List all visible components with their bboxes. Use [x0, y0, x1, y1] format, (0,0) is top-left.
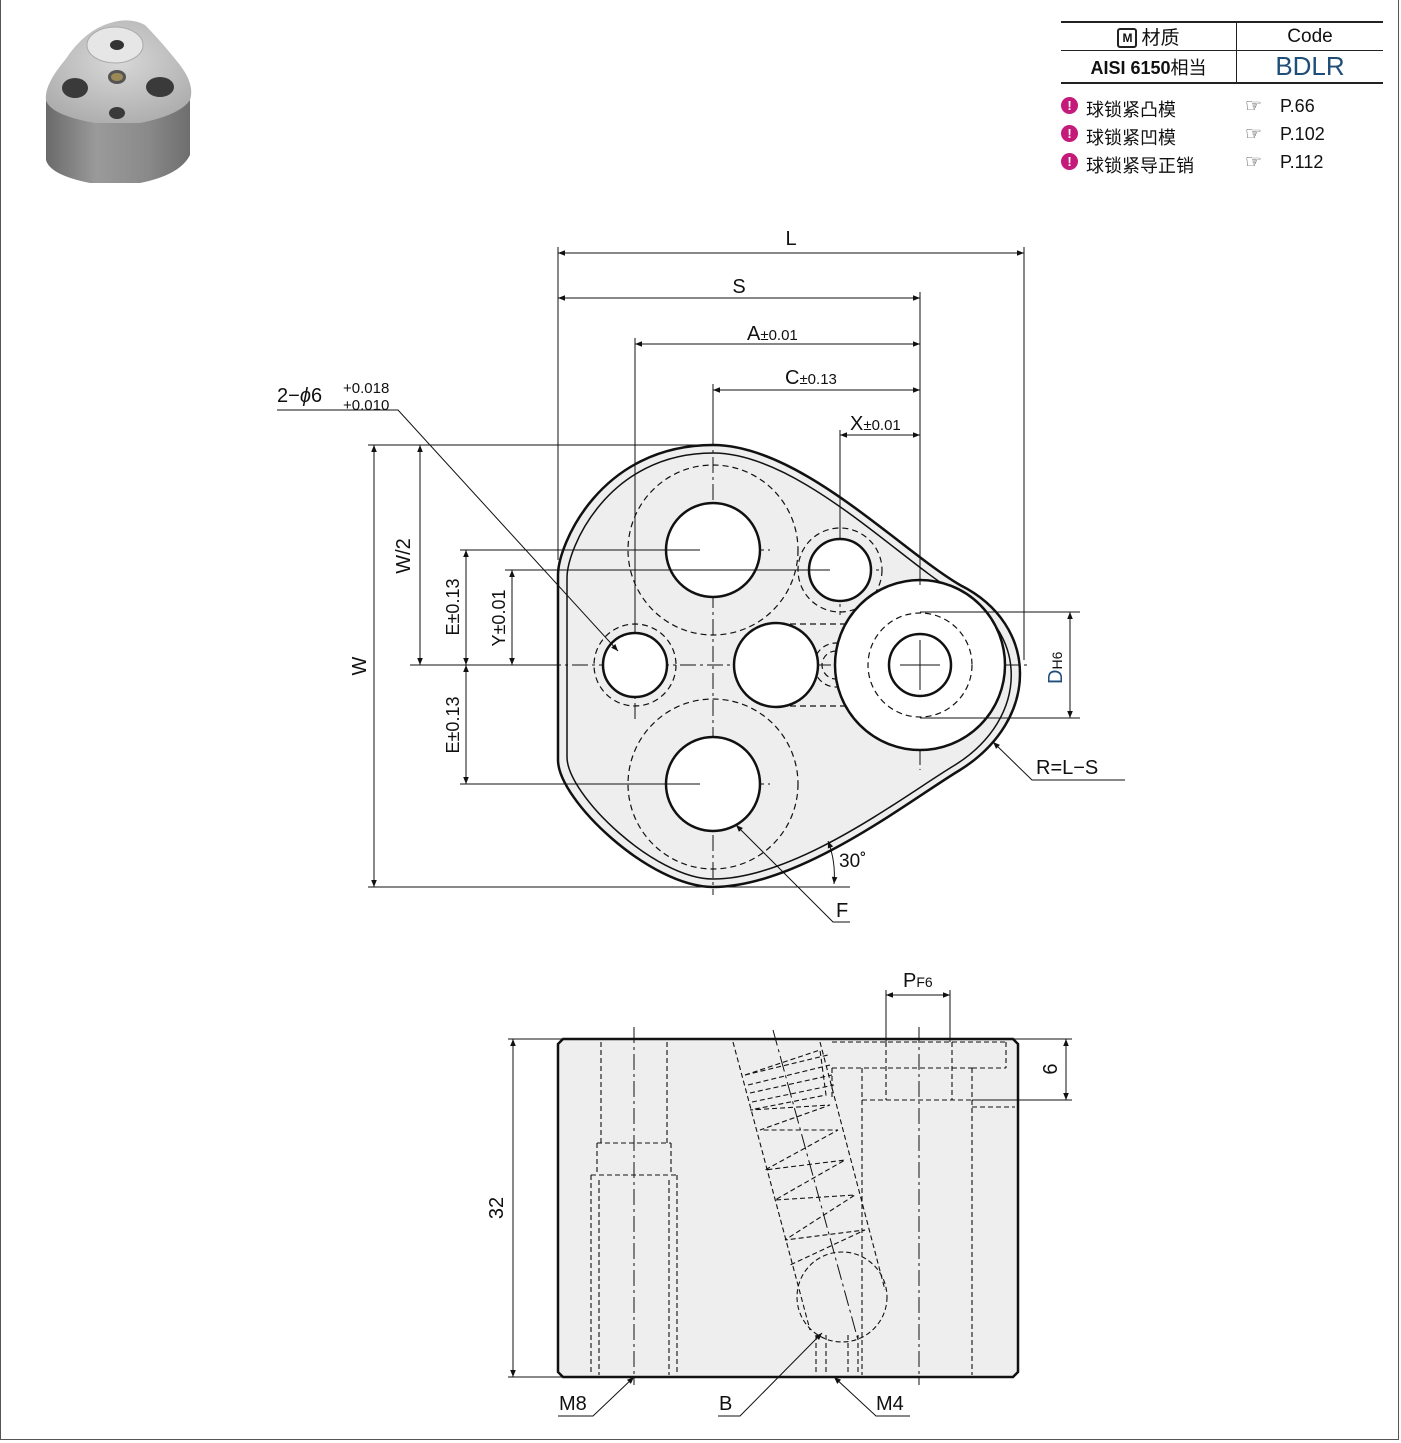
- label-M8: M8: [559, 1393, 587, 1415]
- material-cell: AISI 6150相当: [1061, 50, 1237, 84]
- product-photo: [45, 20, 192, 183]
- code-value: BDLR: [1275, 51, 1345, 81]
- dim-E-lower-label: E±0.13: [443, 697, 463, 754]
- reference-item[interactable]: ! 球锁紧导正销 ☞ P.112: [1061, 150, 1391, 178]
- reference-label: 球锁紧凸模: [1086, 100, 1176, 120]
- reference-page[interactable]: P.66: [1280, 96, 1315, 116]
- dim-W-label: W: [349, 656, 371, 675]
- dim-L-label: L: [785, 228, 796, 250]
- side-centerlines: [633, 1027, 920, 1385]
- radius-leader: [992, 741, 1125, 781]
- reference-item[interactable]: ! 球锁紧凸模 ☞ P.66: [1061, 94, 1391, 122]
- code-header: Code: [1236, 21, 1383, 51]
- dim-D-label: DH6: [1045, 651, 1067, 684]
- info-bulb-icon: !: [1061, 125, 1078, 142]
- through-holes: [601, 501, 873, 833]
- hole-callout-leader: [277, 409, 619, 652]
- dim-X-label: X±0.01: [850, 413, 901, 435]
- material-suffix: 相当: [1170, 57, 1207, 78]
- side-view: PF6 6 32 M8 B M4: [486, 970, 1072, 1417]
- pointing-hand-icon: ☞: [1245, 152, 1263, 173]
- pointing-hand-icon: ☞: [1245, 124, 1263, 145]
- dimension-lines: [371, 250, 1073, 887]
- hole-D-hidden: [867, 612, 973, 718]
- label-F: F: [836, 900, 848, 922]
- side-dimension-lines: [510, 992, 1069, 1377]
- reference-label: 球锁紧导正销: [1086, 156, 1194, 176]
- extension-lines: [368, 247, 1080, 888]
- dim-P-label: PF6: [903, 970, 933, 992]
- angle-label: 30˚: [839, 851, 866, 872]
- material-header-label: 材质: [1141, 28, 1180, 49]
- material-value: AISI 6150: [1090, 57, 1171, 78]
- angle-arc: [827, 840, 838, 885]
- info-bulb-icon: !: [1061, 97, 1078, 114]
- material-icon: M: [1117, 28, 1138, 48]
- side-extension-lines: [508, 990, 1072, 1378]
- hole-tol-lower: +0.010: [343, 397, 389, 414]
- dim-E-upper-label: E±0.13: [443, 579, 463, 636]
- info-bulb-icon: !: [1061, 153, 1078, 170]
- pointing-hand-icon: ☞: [1245, 96, 1263, 117]
- label-B: B: [719, 1393, 732, 1415]
- leader-lines: [277, 409, 1125, 923]
- side-leaders: [558, 1332, 910, 1417]
- reference-label: 球锁紧凹模: [1086, 128, 1176, 148]
- reference-item[interactable]: ! 球锁紧凹模 ☞ P.102: [1061, 122, 1391, 150]
- hole-center: [732, 621, 820, 709]
- block-chamfer-line: [566, 452, 1012, 880]
- hole-callout-label: 2−ϕ6: [277, 385, 322, 407]
- code-cell: BDLR: [1236, 50, 1383, 84]
- dim-32-label: 32: [486, 1197, 508, 1219]
- M8-leader: [558, 1376, 635, 1417]
- dim-Y-label: Y±0.01: [489, 590, 509, 647]
- B-leader: [718, 1332, 823, 1417]
- reference-page[interactable]: P.102: [1280, 124, 1325, 144]
- dim-6-label: 6: [1040, 1063, 1062, 1074]
- label-M4: M4: [876, 1393, 904, 1415]
- dim-W2-label: W/2: [393, 538, 415, 574]
- M4-leader: [833, 1376, 910, 1417]
- side-hidden-lines: [590, 1041, 1015, 1375]
- dowel-hole-left: [601, 631, 669, 699]
- reference-page[interactable]: P.112: [1280, 152, 1324, 172]
- top-view: L S A±0.01 C±0.13 X±0.01 2−ϕ6 +0.018 +0.…: [277, 228, 1125, 923]
- reference-list: ! 球锁紧凸模 ☞ P.66 ! 球锁紧凹模 ☞ P.102 ! 球锁紧导正销 …: [1061, 94, 1391, 178]
- F-leader: [735, 824, 850, 923]
- side-block: [556, 1037, 1020, 1379]
- radius-label: R=L−S: [1036, 757, 1098, 779]
- hole-tol-upper: +0.018: [343, 380, 389, 397]
- dim-C-label: C±0.13: [785, 367, 837, 389]
- dim-S-label: S: [732, 276, 745, 298]
- dim-A-label: A±0.01: [747, 323, 798, 345]
